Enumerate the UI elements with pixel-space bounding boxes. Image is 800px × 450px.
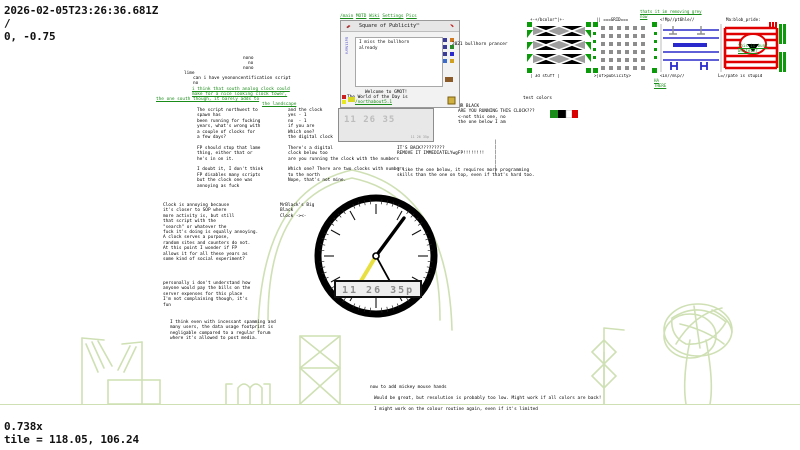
tile-3-top-label: <!Mp//pt6hle// bbox=[660, 17, 695, 22]
analog-clock-readout-box: 11 26 35p bbox=[334, 280, 422, 298]
color-swatches bbox=[550, 110, 578, 118]
bullhorn-prancer-caption: 2021 bullhorn prancer bbox=[452, 42, 508, 47]
window-message-text: I miss the bullhorn already bbox=[359, 40, 410, 51]
app-icon bbox=[346, 25, 351, 29]
tile-pt6hle[interactable] bbox=[659, 22, 723, 74]
nav-link-main[interactable]: /main bbox=[340, 14, 354, 19]
chat-nono-1: nono bbox=[243, 56, 254, 61]
hud-timestamp: 2026-02-05T23:26:36.681Z bbox=[4, 4, 159, 17]
nav-link-settings[interactable]: Settings bbox=[382, 14, 404, 19]
window-resize-icon[interactable] bbox=[447, 96, 456, 105]
green-link-4[interactable]: the landscape bbox=[262, 102, 297, 107]
chat-bottom-1: now to add mickey mouse hands bbox=[370, 385, 447, 390]
window-sidebar-label: bullhorn bbox=[344, 37, 349, 55]
window-titlebar[interactable]: Square of Publicity™ bbox=[341, 21, 459, 32]
tile-4-top-label: Ma:blob_pride: bbox=[726, 17, 761, 22]
pin-icon[interactable] bbox=[449, 24, 454, 29]
chat-block-c: I think even with incessant spamming and… bbox=[170, 320, 276, 342]
green-link-3[interactable]: the one south though, it barely adds to bbox=[156, 97, 260, 102]
chat-col-right: IT'S BACK????????? REMOVE IT IMMEDIATELY… bbox=[397, 146, 535, 179]
divider-dots: | | | | | | | bbox=[494, 140, 497, 175]
window-message-body: I miss the bullhorn already bbox=[355, 37, 443, 87]
chat-bottom-3: I might work on the colour routine again… bbox=[374, 407, 538, 412]
hud-zoom: 0.738x bbox=[4, 420, 43, 433]
tile-2-top-label: || ===GRID=== bbox=[596, 17, 629, 22]
chat-block-a: Clock is annoying because it's closer to… bbox=[163, 203, 259, 263]
tiles-note-ha-there[interactable]: HA THERE bbox=[654, 78, 667, 88]
chat-bottom-2: Would be great, but resolution is probab… bbox=[374, 396, 602, 401]
hud-tile: tile = 118.05, 106.24 bbox=[4, 433, 139, 446]
chat-mrblack: MR BLACK ARE YOU RUNNING THIS CLOCK??? <… bbox=[458, 104, 535, 126]
ground-line bbox=[0, 404, 800, 406]
analog-clock: 11 26 35p bbox=[312, 192, 440, 320]
digital-clock-label: 11 26 35p bbox=[410, 135, 429, 139]
tiles-note-removing-grey[interactable]: thats it im removing grey now bbox=[640, 9, 702, 19]
tile-publicity-grid[interactable] bbox=[593, 22, 657, 74]
nav-link-wiki[interactable]: Wiki bbox=[369, 14, 380, 19]
tile-4-bottom-label: L=//pate is stupid bbox=[718, 73, 763, 78]
chat-no: no bbox=[193, 81, 199, 86]
window-title: Square of Publicity™ bbox=[359, 22, 420, 29]
hud-bottom-left: 0.738x tile = 118.05, 106.24 bbox=[4, 420, 139, 446]
green-link-1[interactable]: i think that south analog clock could bbox=[192, 87, 290, 92]
nav-link-pics[interactable]: Pics bbox=[406, 14, 417, 19]
green-link-2[interactable]: make for a nice looking clock tower, bbox=[192, 92, 288, 97]
window-footer-1: Welcome to GMOT! bbox=[365, 90, 408, 95]
tile-3-bottom-label: <In//mlp// bbox=[660, 73, 685, 78]
window-nav[interactable]: /main MOTD Wiki Settings Pics bbox=[340, 14, 417, 19]
chat-block-a-side: MrBlack's Big Black Clock -><- bbox=[280, 203, 315, 219]
chat-block-b: personally i don't understand how anyone… bbox=[163, 281, 251, 308]
test-colors-label: test colors bbox=[523, 96, 553, 101]
chat-col-left: The script northwest to spawn has been r… bbox=[197, 108, 264, 189]
window-status-icons[interactable] bbox=[341, 94, 357, 106]
hud-coords: 0, -0.75 bbox=[4, 30, 56, 43]
chat-nono-2: no bbox=[248, 61, 254, 66]
tile-1-top-label: +-+/bcolor^|+- bbox=[530, 17, 565, 22]
chat-nono-3: nono bbox=[243, 66, 254, 71]
window-icon-strip[interactable] bbox=[442, 37, 456, 89]
tile-2-bottom-label: >|of>publicity> bbox=[594, 73, 631, 78]
hud-path: / bbox=[4, 17, 11, 30]
digital-clock-popup: 11 26 35 11 26 35p bbox=[338, 108, 434, 142]
tile-blob-pride[interactable] bbox=[723, 22, 787, 74]
chat-col-mid: and the clock yes - 1 no - 1 if you are … bbox=[288, 108, 405, 184]
hud-top-left: 2026-02-05T23:26:36.681Z / 0, -0.75 bbox=[4, 4, 158, 43]
digital-clock-segments: 11 26 35 bbox=[344, 115, 396, 125]
tile-3d-stuff[interactable] bbox=[527, 22, 591, 74]
chat-script-req: can i have ynononcentification script bbox=[193, 76, 291, 81]
square-of-publicity-window[interactable]: Square of Publicity™ bullhorn I miss the… bbox=[340, 20, 460, 108]
window-footer-link[interactable]: /northabout5.1 bbox=[355, 100, 393, 105]
analog-clock-readout: 11 26 35p bbox=[342, 284, 415, 296]
chat-lime: lime bbox=[184, 71, 195, 76]
tiles-note-bunk[interactable]: this is bunk whatever bbox=[738, 43, 768, 53]
tile-1-bottom-label: | 3d stuff | bbox=[530, 73, 560, 78]
nav-link-motd[interactable]: MOTD bbox=[355, 14, 367, 19]
